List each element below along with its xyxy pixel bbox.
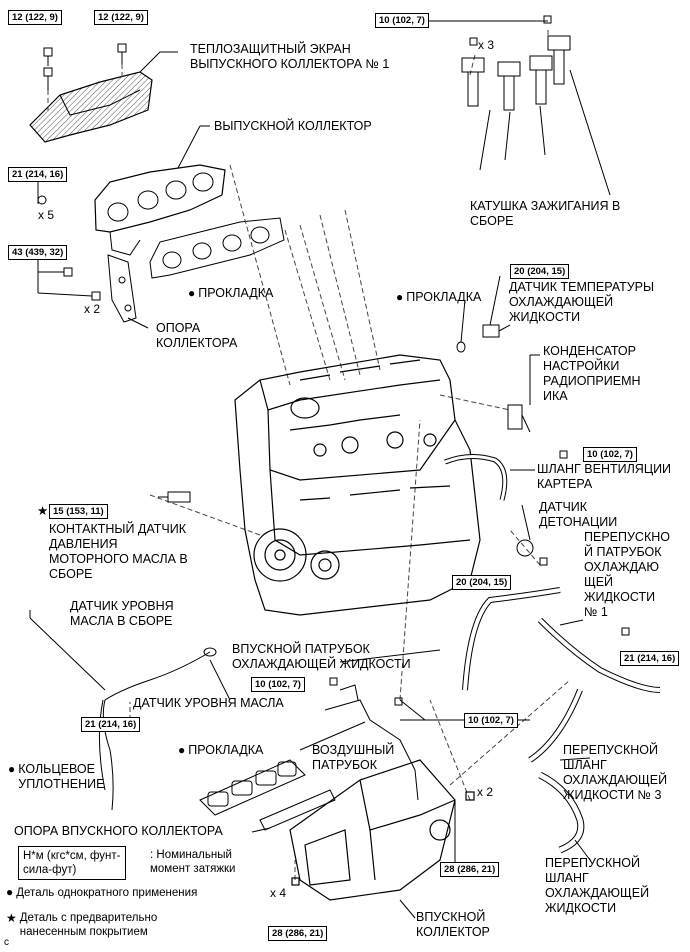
non-reusable-icon: ●: [6, 885, 14, 899]
torque-spec: 28 (286, 21): [268, 926, 328, 941]
air-tube-part: [324, 677, 419, 801]
intake-gasket-part: [199, 759, 306, 816]
torque-spec: 21 (214, 16): [620, 651, 680, 666]
label-noise-filter: КОНДЕНСАТОР НАСТРОЙКИ РАДИОПРИЕМН ИКА: [543, 344, 641, 403]
label-bypass-hose-3: ПЕРЕПУСКНОЙ ШЛАНГ ОХЛАЖДАЮЩЕЙ ЖИДКОСТИ №…: [563, 743, 668, 802]
precoated-icon: ★: [37, 504, 49, 518]
engine-block-part: [234, 354, 481, 616]
torque-spec: 12 (122, 9): [94, 10, 148, 25]
label-exhaust-manifold: ВЫПУСКНОЙ КОЛЛЕКТОР: [214, 119, 372, 133]
oil-pressure-switch-part: [158, 491, 191, 503]
qty-exhaust: x 5: [38, 208, 55, 222]
intake-manifold-part: [289, 759, 475, 901]
torque-spec: 43 (439, 32): [8, 245, 68, 260]
intake-stay-part: [259, 789, 336, 831]
legend-precoated: ★Деталь с предварительно нанесенным покр…: [6, 911, 158, 938]
torque-spec: 10 (102, 7): [251, 677, 305, 692]
torque-spec: 12 (122, 9): [8, 10, 62, 25]
insulator-bolts: [43, 43, 127, 90]
label-knock-sensor: ДАТЧИК ДЕТОНАЦИИ: [539, 500, 618, 529]
label-gasket-sensor: ●ПРОКЛАДКА: [396, 290, 482, 304]
label-gasket-intake: ●ПРОКЛАДКА: [178, 743, 264, 757]
exhaust-manifold-part: [94, 164, 226, 256]
label-oil-level-gauge-guide: ДАТЧИК УРОВНЯ МАСЛА В СБОРЕ: [70, 599, 174, 628]
torque-spec: 28 (286, 21): [440, 862, 500, 877]
coolant-temp-sensor-part: [482, 324, 511, 338]
sensor-gasket: [456, 341, 466, 353]
heat-insulator-part: [29, 71, 153, 143]
legend-torque-box: Н*м (кгс*см, фунт- сила-фут): [18, 846, 126, 880]
ignition-coils-part: [461, 15, 571, 111]
torque-spec: 10 (102, 7): [464, 713, 518, 728]
label-bypass-hose: ПЕРЕПУСКНОЙ ШЛАНГ ОХЛАЖДАЮЩЕЙ ЖИДКОСТИ: [545, 856, 650, 915]
qty-coil: x 3: [478, 38, 495, 52]
manifold-stay-part: [107, 254, 137, 323]
label-manifold-stay: ОПОРА КОЛЛЕКТОРА: [156, 321, 238, 350]
non-reusable-icon: ●: [8, 762, 16, 776]
torque-spec: 21 (214, 16): [81, 717, 141, 732]
torque-spec: 15 (153, 11): [49, 504, 108, 519]
label-ignition-coil: КАТУШКА ЗАЖИГАНИЯ В СБОРЕ: [470, 199, 621, 228]
non-reusable-icon: ●: [188, 286, 196, 300]
torque-spec: 20 (204, 15): [510, 264, 570, 279]
knock-sensor-part: [516, 504, 548, 566]
ventilation-hose-part: [444, 454, 508, 501]
label-gasket-exhaust: ●ПРОКЛАДКА: [188, 286, 274, 300]
label-water-inlet-pipe: ВПУСКНОЙ ПАТРУБОК ОХЛАЖДАЮЩЕЙ ЖИДКОСТИ: [232, 642, 411, 671]
qty-intake-nut: x 2: [477, 785, 494, 799]
label-oil-level-gauge: ДАТЧИК УРОВНЯ МАСЛА: [133, 696, 284, 710]
non-reusable-icon: ●: [396, 290, 404, 304]
noise-filter-part: [507, 404, 568, 459]
qty-intake-bolt: x 4: [270, 886, 287, 900]
torque-spec: 20 (204, 15): [452, 575, 512, 590]
label-oil-pressure-switch: КОНТАКТНЫЙ ДАТЧИК ДАВЛЕНИЯ МОТОРНОГО МАС…: [49, 522, 188, 581]
label-air-tube: ВОЗДУШНЫЙ ПАТРУБОК: [312, 743, 395, 772]
label-heat-insulator: ТЕПЛОЗАЩИТНЫЙ ЭКРАН ВЫПУСКНОГО КОЛЛЕКТОР…: [190, 42, 390, 71]
non-reusable-icon: ●: [178, 743, 186, 757]
torque-spec: 10 (102, 7): [583, 447, 637, 462]
label-o-ring: ●КОЛЬЦЕВОЕ УПЛОТНЕНИЕ: [8, 762, 105, 791]
label-coolant-temp-sensor: ДАТЧИК ТЕМПЕРАТУРЫ ОХЛАЖДАЮЩЕЙ ЖИДКОСТИ: [509, 280, 655, 324]
torque-spec: 10 (102, 7): [375, 13, 429, 28]
corner-mark: c: [4, 937, 9, 948]
label-intake-manifold-stay: ОПОРА ВПУСКНОГО КОЛЛЕКТОРА: [14, 824, 223, 838]
torque-spec: 21 (214, 16): [8, 167, 68, 182]
label-intake-manifold: ВПУСКНОЙ КОЛЛЕКТОР: [416, 910, 490, 939]
label-bypass-pipe: ПЕРЕПУСКНО Й ПАТРУБОК ОХЛАЖДАЮ ЩЕЙ ЖИДКО…: [584, 530, 670, 619]
legend-non-reusable: ●Деталь однократного применения: [6, 885, 198, 899]
precoated-icon: ★: [6, 911, 17, 925]
label-ventilation-hose: ШЛАНГ ВЕНТИЛЯЦИИ КАРТЕРА: [537, 462, 672, 491]
exhaust-gasket-part: [149, 217, 285, 279]
qty-stay: x 2: [84, 302, 101, 316]
legend-torque-desc: : Номинальный момент затяжки: [150, 849, 236, 875]
coolant-pipes-part: [462, 587, 661, 854]
